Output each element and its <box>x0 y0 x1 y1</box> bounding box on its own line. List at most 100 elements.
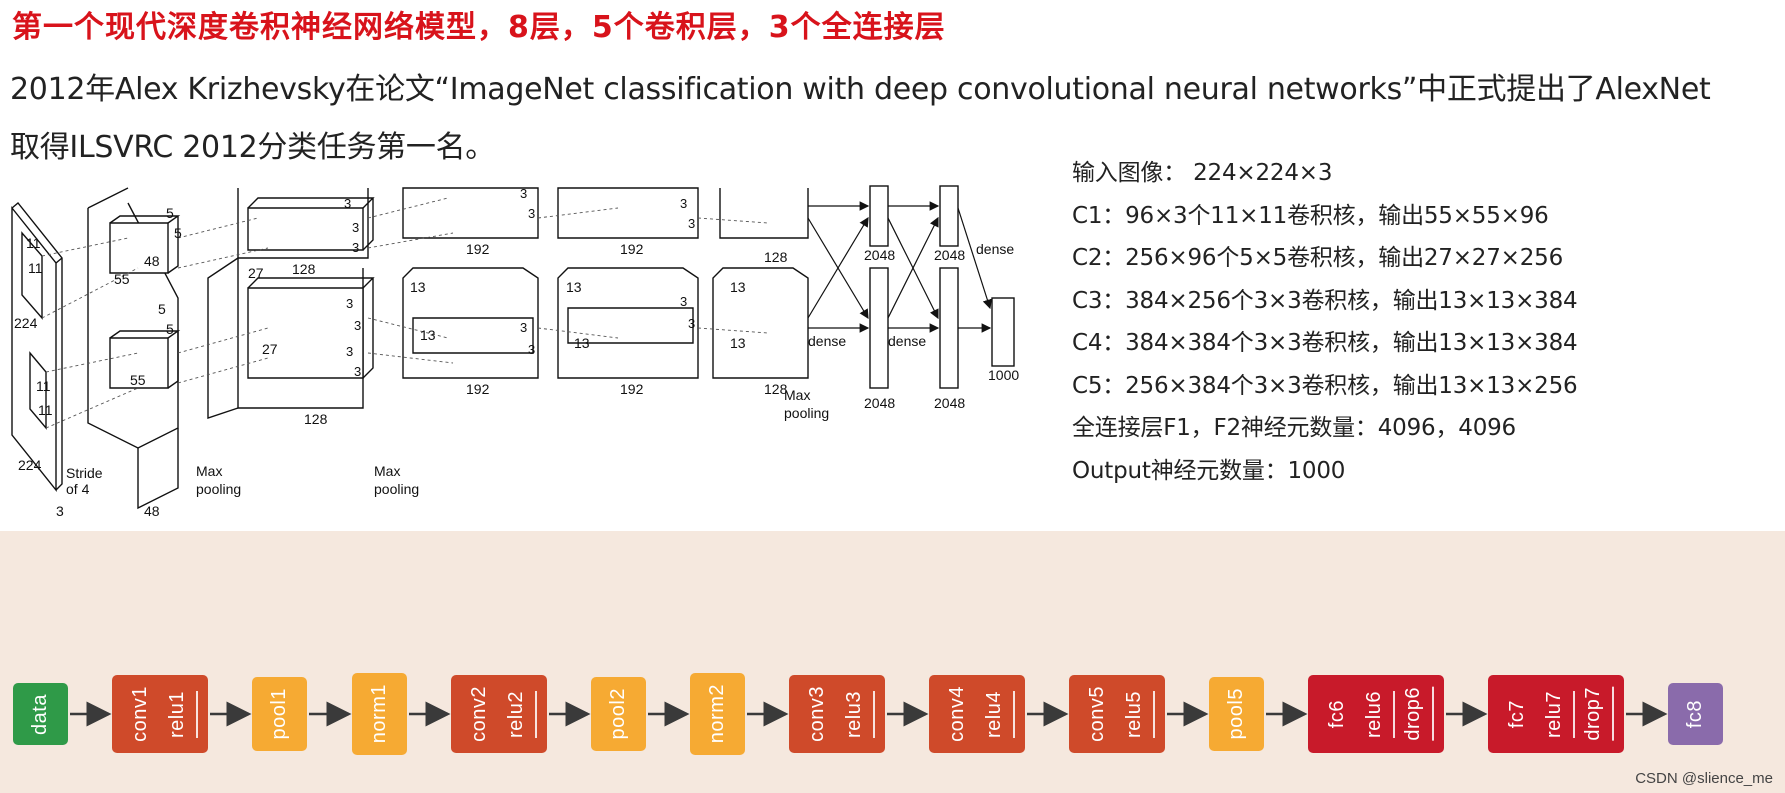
kernel-label: 3 <box>346 344 353 359</box>
layer-label: conv5 <box>1086 686 1108 742</box>
layer-label: conv3 <box>806 686 828 742</box>
c2-depth-label: 128 <box>292 261 316 277</box>
intro-line-2: 取得ILSVRC 2012分类任务第一名。 <box>10 130 496 165</box>
layer-label: relu4 <box>976 690 1015 738</box>
kernel-label: 3 <box>528 342 535 357</box>
spec-c1: C1：96×3个11×11卷积核，输出55×55×96 <box>1072 202 1549 229</box>
maxpool-label: pooling <box>784 405 829 421</box>
c5-height-label: 13 <box>730 335 746 351</box>
layer-label: fc8 <box>1684 699 1706 729</box>
kernel-label: 5 <box>158 301 166 317</box>
spec-c4: C4：384×384个3×3卷积核，输出13×13×384 <box>1072 330 1578 356</box>
input-channel-label: 3 <box>56 503 64 519</box>
c1-width-label: 55 <box>130 372 146 388</box>
c1-depth-label: 48 <box>144 253 160 269</box>
layer-label: relu3 <box>836 690 875 738</box>
kernel-label: 3 <box>688 316 695 331</box>
c2-height-label: 27 <box>248 265 264 281</box>
spec-fc: 全连接层F1，F2神经元数量：4096，4096 <box>1072 415 1516 441</box>
kernel-label: 3 <box>346 296 353 311</box>
layer-pool1: pool1 <box>252 677 307 751</box>
c3-height-label: 13 <box>410 279 426 295</box>
kernel-label: 3 <box>344 196 351 211</box>
kernel-label: 11 <box>38 402 53 418</box>
kernel-label: 5 <box>174 225 182 241</box>
layer-fc6: fc6 relu6 drop6 <box>1308 675 1444 753</box>
layer-label: conv1 <box>129 686 151 742</box>
layer-label: pool1 <box>268 688 290 740</box>
layer-pipeline: data conv1 relu1 pool1 norm1 conv2 relu2… <box>0 531 1785 793</box>
spec-output: Output神经元数量：1000 <box>1072 457 1346 484</box>
layer-label: norm2 <box>706 684 728 744</box>
layer-label: norm1 <box>368 684 390 744</box>
kernel-label: 11 <box>28 260 43 276</box>
layer-fc7: fc7 relu7 drop7 <box>1488 675 1624 753</box>
stride-label: of 4 <box>66 481 90 497</box>
c5-depth-label: 128 <box>764 381 788 397</box>
kernel-label: 3 <box>520 186 527 201</box>
c4-height-label: 13 <box>574 335 590 351</box>
c4-depth-label: 192 <box>620 381 644 397</box>
c1-depth-label: 48 <box>144 503 160 519</box>
kernel-label: 3 <box>680 196 687 211</box>
layer-conv2: conv2 relu2 <box>451 675 547 753</box>
dense-label: dense <box>888 333 926 349</box>
layer-conv3: conv3 relu3 <box>789 675 885 753</box>
layer-label: relu6 <box>1355 690 1395 738</box>
c5-depth-label: 128 <box>764 249 788 265</box>
layer-label: fc7 <box>1505 699 1528 729</box>
kernel-label: 3 <box>352 240 359 255</box>
spec-input: 输入图像： 224×224×3 <box>1072 160 1333 186</box>
spec-list: 输入图像： 224×224×3 C1：96×3个11×11卷积核，输出55×55… <box>1072 156 1578 496</box>
page-title: 第一个现代深度卷积神经网络模型，8层，5个卷积层，3个全连接层 <box>12 10 946 45</box>
kernel-label: 3 <box>680 294 687 309</box>
kernel-label: 3 <box>520 320 527 335</box>
stride-label: Stride <box>66 465 103 481</box>
maxpool-label: pooling <box>196 481 241 497</box>
layer-label: relu7 <box>1535 690 1575 738</box>
maxpool-label: Max <box>784 387 810 403</box>
spec-c3: C3：384×256个3×3卷积核，输出13×13×384 <box>1072 287 1578 314</box>
layer-fc8: fc8 <box>1668 683 1723 745</box>
c3-depth-label: 192 <box>466 241 490 257</box>
kernel-label: 3 <box>528 206 535 221</box>
layer-data: data <box>13 683 68 745</box>
kernel-label: 3 <box>352 220 359 235</box>
c2-height-label: 27 <box>262 341 278 357</box>
layer-label: fc6 <box>1325 699 1348 729</box>
layer-conv1: conv1 relu1 <box>112 675 208 753</box>
layer-label: relu2 <box>498 690 537 738</box>
fc-size-label: 2048 <box>934 395 965 411</box>
layer-label: conv2 <box>468 686 490 742</box>
maxpool-label: pooling <box>374 481 419 497</box>
layer-label: data <box>29 693 51 735</box>
c4-depth-label: 192 <box>620 241 644 257</box>
spec-c5: C5：256×384个3×3卷积核，输出13×13×256 <box>1072 372 1578 399</box>
layer-conv5: conv5 relu5 <box>1069 675 1165 753</box>
kernel-label: 11 <box>26 235 41 251</box>
spec-c2: C2：256×96个5×5卷积核，输出27×27×256 <box>1072 245 1564 271</box>
input-width-label: 224 <box>18 457 42 473</box>
layer-label: pool5 <box>1225 688 1247 740</box>
layer-label: relu5 <box>1116 690 1155 738</box>
layer-label: drop6 <box>1394 687 1434 741</box>
output-size-label: 1000 <box>988 367 1019 383</box>
fc-size-label: 2048 <box>864 247 895 263</box>
fc-size-label: 2048 <box>864 395 895 411</box>
intro-line-1: 2012年Alex Krizhevsky在论文“ImageNet classif… <box>10 72 1711 107</box>
kernel-label: 3 <box>688 216 695 231</box>
c3-depth-label: 192 <box>466 381 490 397</box>
layer-norm1: norm1 <box>352 673 407 755</box>
layer-pool2: pool2 <box>591 677 646 751</box>
layer-label: relu1 <box>159 690 198 738</box>
c2-depth-label: 128 <box>304 411 328 427</box>
c1-height-label: 55 <box>114 271 130 287</box>
kernel-label: 5 <box>166 205 174 221</box>
pipeline-arrows <box>70 701 1668 727</box>
layer-conv4: conv4 relu4 <box>929 675 1025 753</box>
maxpool-label: Max <box>374 463 400 479</box>
layer-label: pool2 <box>607 688 629 740</box>
layer-label: conv4 <box>946 686 968 742</box>
kernel-label: 5 <box>166 321 174 337</box>
watermark: CSDN @slience_me <box>1635 770 1773 787</box>
